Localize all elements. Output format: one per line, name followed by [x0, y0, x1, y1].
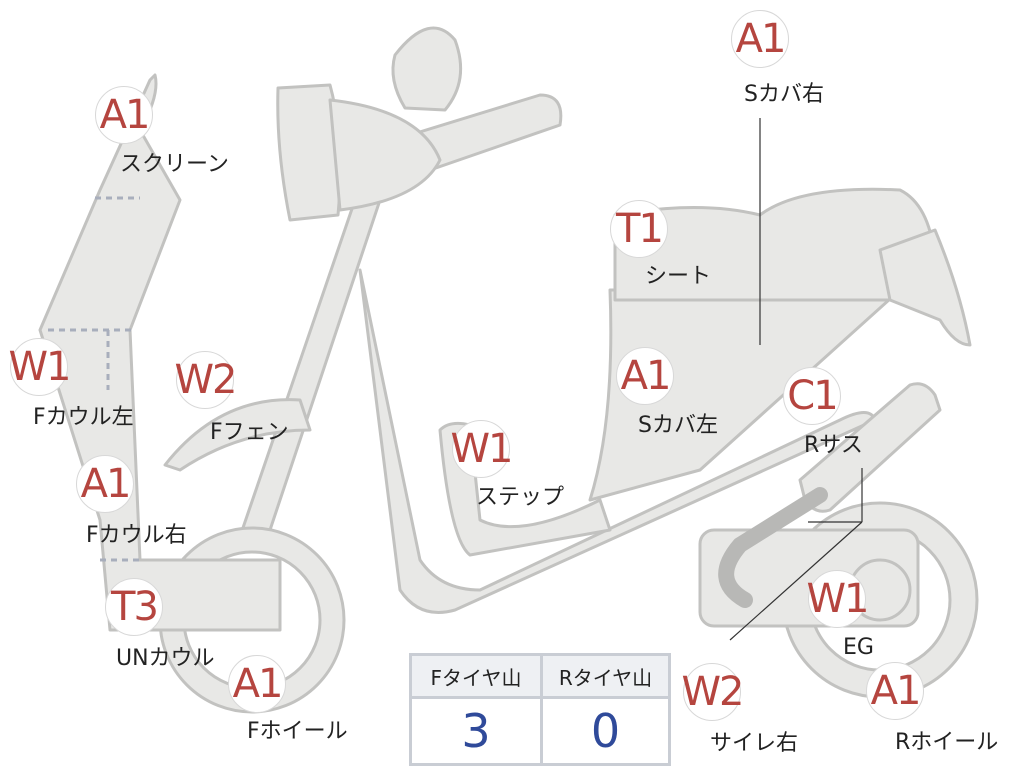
part-label-screen: スクリーン — [120, 152, 229, 177]
seat-shape — [613, 187, 937, 302]
rear-tread-header: Rタイヤ山 — [543, 656, 668, 696]
part-label-f-cowl-right: Fカウル右 — [86, 523, 187, 548]
leader-muffler — [729, 521, 863, 641]
grade-badge-f-cowl-left: W1 — [9, 338, 72, 396]
grade-badge-under-cowl: T3 — [105, 578, 163, 636]
front-tread-value: 3 — [461, 704, 491, 758]
steering-stem — [230, 198, 382, 562]
side-cover-shape — [588, 288, 902, 502]
handle-cover — [328, 98, 442, 212]
front-fender-shape — [163, 398, 312, 472]
grade-badge-step: W1 — [451, 420, 514, 478]
grade-badge-muffler-right: W2 — [682, 663, 745, 721]
part-label-muffler-right: サイレ右 — [710, 731, 799, 756]
tail-shape — [878, 228, 972, 347]
grade-badge-engine: W1 — [807, 570, 870, 628]
part-label-step: ステップ — [476, 485, 565, 510]
rear-tread-value: 0 — [590, 704, 621, 758]
part-label-side-cover-left: Sカバ左 — [638, 413, 718, 438]
step-shape — [438, 421, 612, 557]
grade-badge-r-suspension: C1 — [783, 367, 841, 425]
table-row-divider — [412, 696, 668, 699]
front-tread-header: Fタイヤ山 — [412, 656, 540, 696]
grade-badge-seat: T1 — [610, 200, 668, 258]
grade-badge-side-cover-right: A1 — [731, 10, 789, 68]
part-label-under-cowl: UNカウル — [116, 646, 215, 671]
grade-badge-screen: A1 — [95, 86, 153, 144]
part-label-f-wheel: Fホイール — [247, 719, 348, 744]
grade-badge-f-cowl-right: A1 — [76, 455, 134, 513]
grade-badge-r-wheel: A1 — [866, 662, 924, 720]
muffler-pipe — [718, 487, 828, 608]
grade-badge-f-fender: W2 — [175, 351, 238, 409]
handlebar — [408, 93, 563, 172]
headlight-shape — [391, 26, 463, 112]
table-column-divider — [540, 656, 543, 763]
part-label-side-cover-right: Sカバ右 — [744, 82, 824, 107]
grade-badge-side-cover-left: A1 — [616, 347, 674, 405]
grade-badge-f-wheel: A1 — [228, 655, 286, 713]
part-label-f-fender: Fフェン — [210, 420, 289, 445]
tire-tread-table: Fタイヤ山 Rタイヤ山 3 0 — [409, 653, 671, 766]
part-label-r-wheel: Rホイール — [895, 730, 999, 755]
floor-body — [358, 268, 877, 614]
part-label-r-suspension: Rサス — [804, 433, 863, 458]
part-label-seat: シート — [645, 264, 712, 289]
part-label-engine: EG — [843, 635, 874, 660]
part-label-f-cowl-left: Fカウル左 — [33, 405, 134, 430]
